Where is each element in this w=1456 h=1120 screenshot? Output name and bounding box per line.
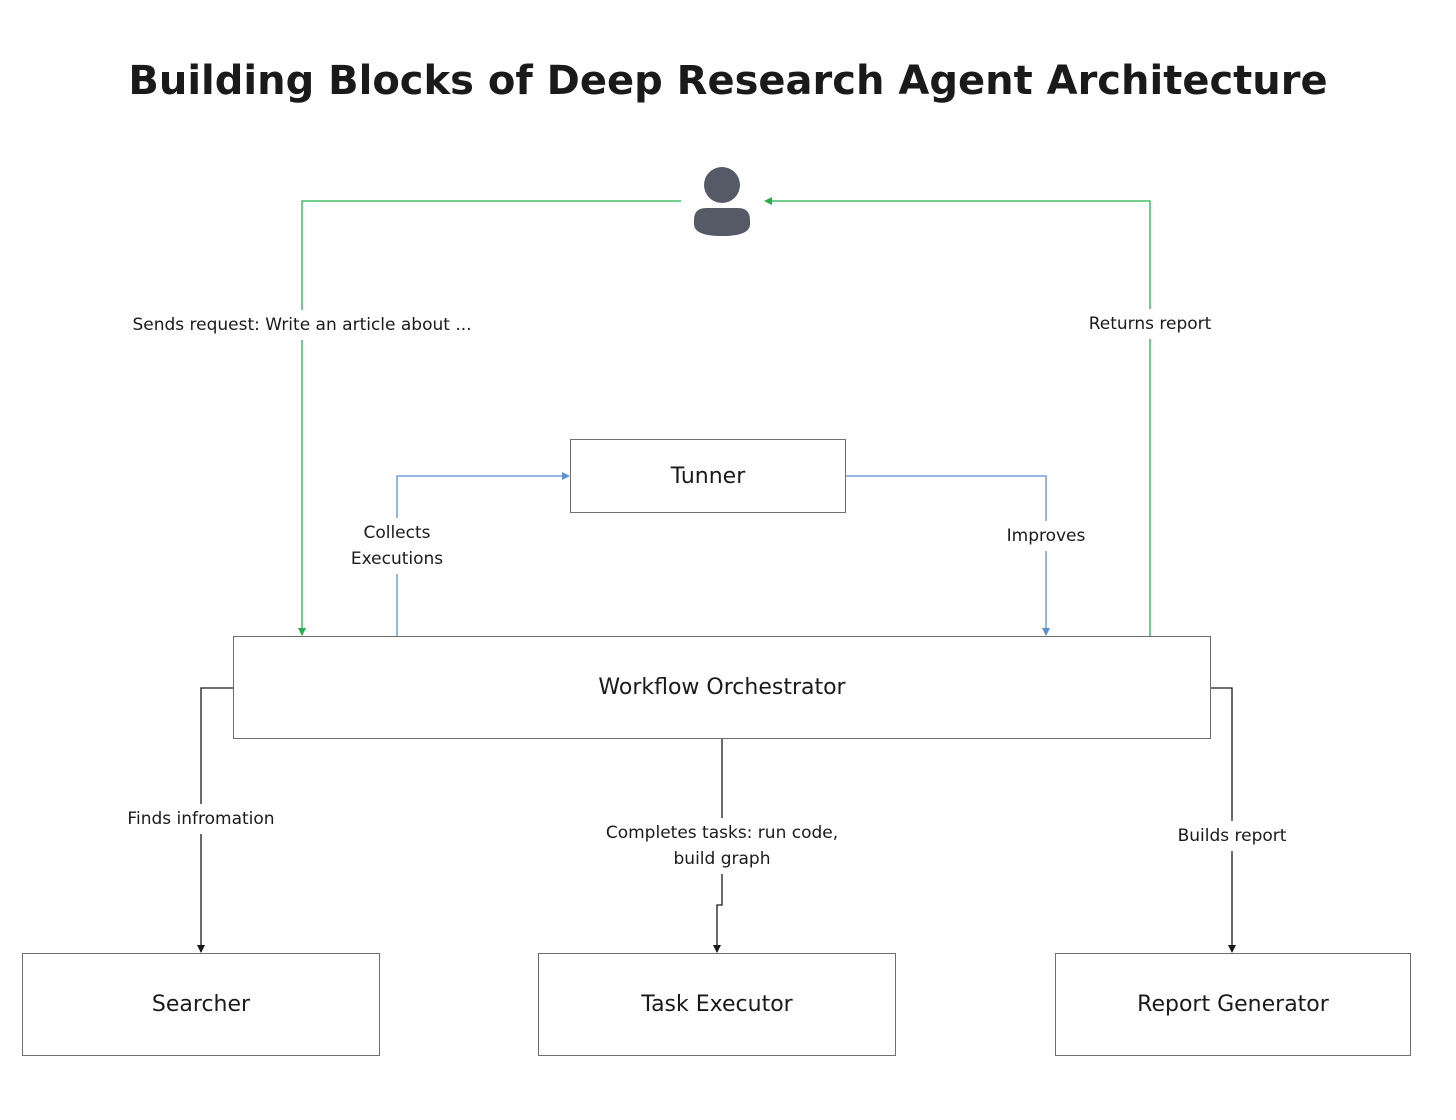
task-executor-node: Task Executor bbox=[538, 953, 896, 1056]
collects-executions-connector bbox=[396, 472, 570, 637]
collects-line-1: Collects bbox=[363, 523, 431, 543]
returns-report-label: Returns report bbox=[1084, 309, 1216, 339]
tunner-label: Tunner bbox=[670, 463, 746, 489]
sends-request-connector bbox=[298, 200, 681, 636]
searcher-label: Searcher bbox=[151, 992, 251, 1017]
completes-line-1: Completes tasks: run code, bbox=[605, 823, 839, 843]
returns-report-connector bbox=[764, 197, 1151, 637]
orchestrator-node: Workflow Orchestrator bbox=[233, 636, 1211, 739]
completes-tasks-label: Completes tasks: run code, build graph bbox=[601, 818, 843, 874]
user-icon bbox=[694, 167, 750, 236]
report-generator-node: Report Generator bbox=[1055, 953, 1411, 1056]
improves-connector bbox=[846, 475, 1050, 636]
finds-information-label: Finds infromation bbox=[123, 804, 279, 834]
diagram-title: Building Blocks of Deep Research Agent A… bbox=[128, 58, 1328, 104]
searcher-node: Searcher bbox=[22, 953, 380, 1056]
collects-line-2: Executions bbox=[350, 549, 444, 569]
sends-request-label: Sends request: Write an article about ..… bbox=[128, 310, 476, 340]
collects-executions-label: Collects Executions bbox=[346, 518, 448, 574]
builds-report-connector bbox=[1210, 687, 1236, 953]
completes-line-2: build graph bbox=[673, 849, 771, 869]
task-executor-label: Task Executor bbox=[641, 992, 793, 1017]
orchestrator-label: Workflow Orchestrator bbox=[598, 675, 846, 700]
improves-label: Improves bbox=[1002, 521, 1090, 551]
finds-information-connector bbox=[197, 687, 234, 953]
tunner-node: Tunner bbox=[570, 439, 846, 513]
builds-report-label: Builds report bbox=[1173, 821, 1291, 851]
report-generator-label: Report Generator bbox=[1137, 992, 1329, 1017]
